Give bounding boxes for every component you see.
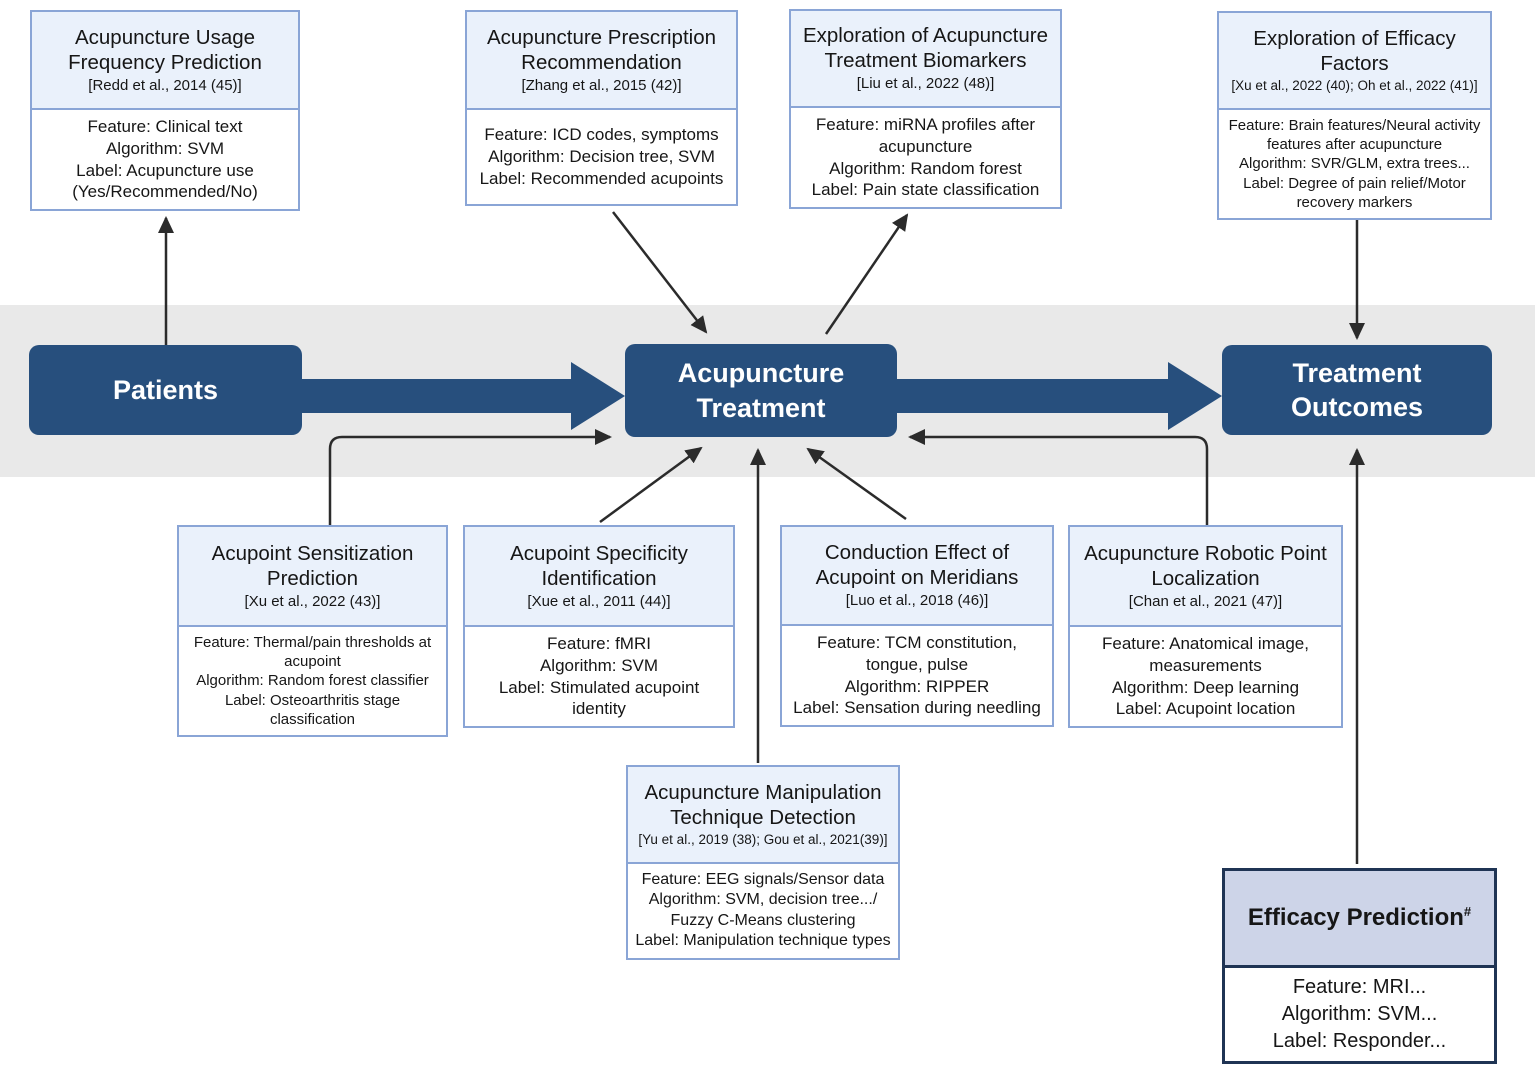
card-citation: [Zhang et al., 2015 (42)] [521, 76, 682, 94]
feature-line: Feature: Brain features/Neural activity … [1228, 117, 1481, 154]
feature-line: Feature: MRI... [1292, 976, 1427, 998]
card-body: Feature: fMRI Algorithm: SVM Label: Stim… [463, 625, 735, 728]
card-manipulation-technique: Acupuncture Manipulation Technique Detec… [626, 765, 900, 960]
card-citation: [Xu et al., 2022 (43)] [244, 592, 381, 610]
card-citation: [Redd et al., 2014 (45)] [88, 76, 242, 94]
algorithm-line: Algorithm: SVM [539, 655, 659, 675]
feature-line: Feature: Anatomical image, measurements [1102, 634, 1309, 675]
card-citation: [Luo et al., 2018 (46)] [845, 592, 989, 610]
card-acupoint-sensitization: Acupoint Sensitization Prediction [Xu et… [177, 525, 448, 737]
card-treatment-biomarkers: Exploration of Acupuncture Treatment Bio… [789, 9, 1062, 209]
card-header: Exploration of Acupuncture Treatment Bio… [789, 9, 1062, 108]
card-header: Acupoint Sensitization Prediction [Xu et… [177, 525, 448, 627]
card-body: Feature: ICD codes, symptoms Algorithm: … [465, 108, 738, 206]
flow-node-treatment-outcomes: Treatment Outcomes [1222, 345, 1492, 435]
card-title: Acupoint Specificity Identification [510, 541, 688, 590]
label-line: Label: Responder... [1272, 1030, 1447, 1052]
card-body: Feature: TCM constitution, tongue, pulse… [780, 624, 1054, 727]
algorithm-line: Algorithm: Deep learning [1111, 677, 1300, 697]
card-conduction-effect: Conduction Effect of Acupoint on Meridia… [780, 525, 1054, 727]
algorithm-line: Algorithm: Decision tree, SVM [488, 147, 715, 167]
algorithm-line: Algorithm: SVR/GLM, extra trees... [1239, 155, 1470, 173]
label-line: Label: Acupoint location [1115, 699, 1296, 719]
card-header: Conduction Effect of Acupoint on Meridia… [780, 525, 1054, 626]
card-citation: [Liu et al., 2022 (48)] [856, 75, 995, 93]
label-line: Label: Stimulated acupoint identity [498, 677, 700, 719]
label-line: Label: Recommended acupoints [479, 168, 724, 188]
feature-line: Feature: fMRI [547, 634, 651, 653]
card-robotic-point-localization: Acupuncture Robotic Point Localization [… [1068, 525, 1343, 728]
flow-node-acupuncture-treatment: Acupuncture Treatment [625, 344, 897, 437]
label-line: Label: Pain state classification [811, 180, 1040, 200]
card-acupuncture-usage-frequency: Acupuncture Usage Frequency Prediction [… [30, 10, 300, 211]
feature-line: Feature: EEG signals/Sensor data [641, 871, 885, 888]
card-title: Acupuncture Robotic Point Localization [1084, 541, 1327, 590]
feature-line: Feature: Thermal/pain thresholds at acup… [193, 634, 432, 671]
card-body: Feature: miRNA profiles after acupunctur… [789, 106, 1062, 209]
card-body: Feature: Anatomical image, measurements … [1068, 625, 1343, 728]
card-acupoint-specificity: Acupoint Specificity Identification [Xue… [463, 525, 735, 728]
card-prescription-recommendation: Acupuncture Prescription Recommendation … [465, 10, 738, 206]
card-header: Acupoint Specificity Identification [Xue… [463, 525, 735, 627]
card-citation: [Xu et al., 2022 (40); Oh et al., 2022 (… [1231, 78, 1478, 94]
card-body: Feature: Brain features/Neural activity … [1217, 108, 1492, 220]
flow-node-label: Acupuncture Treatment [677, 358, 845, 423]
card-header: Acupuncture Prescription Recommendation … [465, 10, 738, 110]
card-body: Feature: MRI... Algorithm: SVM... Label:… [1222, 965, 1497, 1064]
algorithm-line: Algorithm: SVM, decision tree.../ Fuzzy … [648, 891, 878, 929]
algorithm-line: Algorithm: RIPPER [844, 676, 990, 696]
card-efficacy-prediction: Efficacy Prediction# Feature: MRI... Alg… [1222, 868, 1497, 1064]
card-header: Efficacy Prediction# [1222, 868, 1497, 968]
title-superscript: # [1463, 904, 1472, 920]
feature-line: Feature: TCM constitution, tongue, pulse [817, 633, 1017, 674]
feature-line: Feature: miRNA profiles after acupunctur… [815, 115, 1036, 156]
card-body: Feature: Clinical text Algorithm: SVM La… [30, 108, 300, 211]
algorithm-line: Algorithm: Random forest classifier [196, 672, 429, 690]
card-title: Conduction Effect of Acupoint on Meridia… [815, 541, 1019, 590]
card-title: Acupuncture Manipulation Technique Detec… [644, 781, 882, 830]
flow-node-label: Patients [112, 374, 219, 405]
label-line: Label: Manipulation technique types [635, 932, 891, 950]
algorithm-line: Algorithm: SVM... [1281, 1003, 1438, 1025]
card-title: Acupuncture Prescription Recommendation [486, 25, 717, 74]
card-header: Exploration of Efficacy Factors [Xu et a… [1217, 11, 1492, 110]
label-line: Label: Acupuncture use (Yes/Recommended/… [72, 160, 258, 202]
flow-node-label: Treatment Outcomes [1290, 357, 1424, 422]
label-line: Label: Degree of pain relief/Motor recov… [1243, 174, 1466, 211]
card-citation: [Chan et al., 2021 (47)] [1128, 592, 1283, 610]
card-header: Acupuncture Usage Frequency Prediction [… [30, 10, 300, 110]
card-citation: [Yu et al., 2019 (38); Gou et al., 2021(… [638, 832, 888, 848]
card-body: Feature: EEG signals/Sensor data Algorit… [626, 862, 900, 960]
card-title: Acupuncture Usage Frequency Prediction [68, 25, 262, 74]
card-header: Acupuncture Manipulation Technique Detec… [626, 765, 900, 864]
feature-line: Feature: Clinical text [87, 117, 243, 136]
card-title: Efficacy Prediction# [1247, 904, 1472, 932]
card-body: Feature: Thermal/pain thresholds at acup… [177, 625, 448, 737]
card-title: Exploration of Acupuncture Treatment Bio… [802, 24, 1049, 73]
card-title: Acupoint Sensitization Prediction [211, 541, 414, 590]
label-line: Label: Osteoarthritis stage classificati… [224, 691, 401, 728]
label-line: Label: Sensation during needling [793, 698, 1041, 718]
card-efficacy-factors: Exploration of Efficacy Factors [Xu et a… [1217, 11, 1492, 220]
algorithm-line: Algorithm: Random forest [829, 158, 1022, 178]
flow-node-patients: Patients [29, 345, 302, 435]
card-title: Exploration of Efficacy Factors [1253, 27, 1456, 76]
algorithm-line: Algorithm: SVM [105, 138, 225, 158]
card-citation: [Xue et al., 2011 (44)] [527, 592, 671, 610]
card-header: Acupuncture Robotic Point Localization [… [1068, 525, 1343, 627]
feature-line: Feature: ICD codes, symptoms [484, 125, 719, 145]
